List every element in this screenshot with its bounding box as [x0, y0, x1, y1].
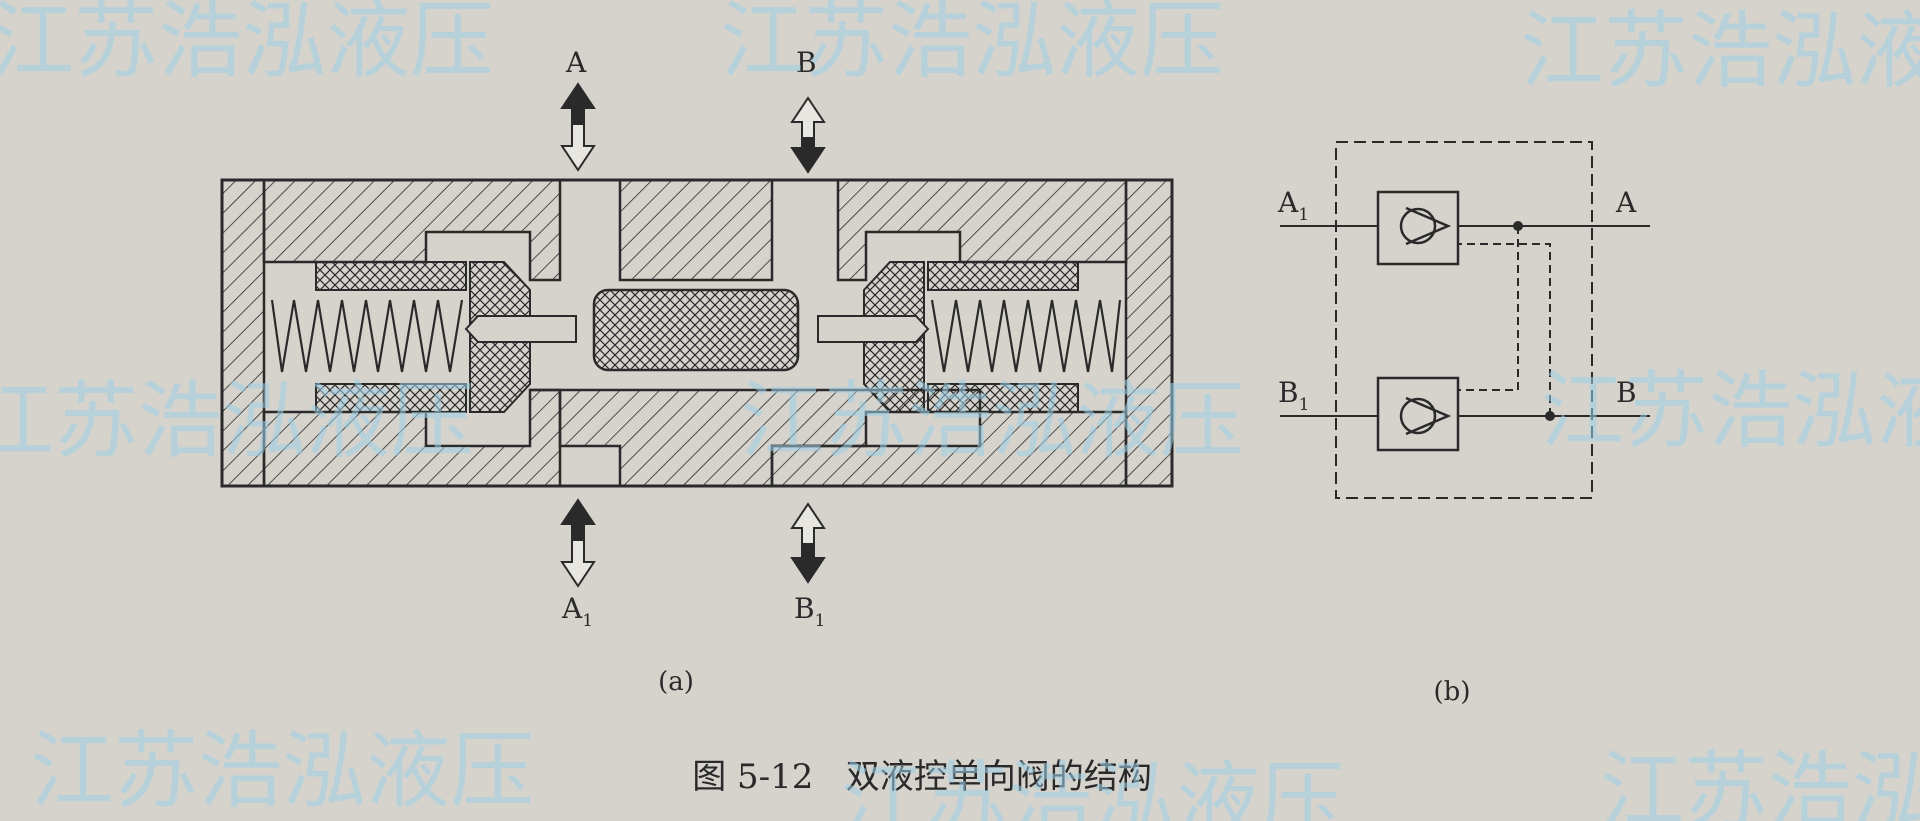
- body-upper-middle: [618, 178, 774, 282]
- right-sleeve-top: [927, 261, 1079, 291]
- right-spring: [930, 299, 1122, 373]
- port-label-a-top: A: [565, 46, 587, 79]
- pilot-line-b: [1458, 243, 1551, 416]
- left-pilot-stem: [464, 315, 577, 343]
- caption-a: (a): [658, 667, 694, 697]
- arrow-port-b-top: [790, 96, 826, 174]
- watermark: 江苏浩泓液压: [1600, 742, 1920, 821]
- watermark: 江苏浩泓液压: [0, 372, 474, 470]
- watermark: 江苏浩泓液压: [0, 0, 494, 90]
- port-label-b1-bottom: B1: [794, 592, 825, 631]
- watermark: 江苏浩泓液压: [840, 752, 1344, 821]
- right-pilot-stem: [817, 315, 930, 343]
- caption-b: (b): [1434, 677, 1471, 707]
- symbol-enclosure: [1335, 141, 1593, 499]
- symbol-port-a: A: [1615, 186, 1637, 219]
- hydraulic-symbol: [1280, 141, 1650, 499]
- right-sleeve-bottom: [927, 383, 1079, 413]
- watermark: 江苏浩泓液压: [1540, 362, 1920, 460]
- arrow-port-a1-bottom: [560, 498, 596, 588]
- port-label-a1-bottom: A1: [561, 592, 593, 631]
- watermark: 江苏浩泓液压: [1520, 2, 1920, 100]
- check-symbol-lower: [1399, 396, 1452, 436]
- right-end-cap: [1124, 178, 1174, 488]
- body-upper-right: [836, 178, 1128, 282]
- arrow-port-a-top: [560, 82, 596, 172]
- symbol-port-a1: A1: [1277, 186, 1309, 225]
- body-lower-right: [770, 410, 1128, 488]
- symbol-port-b1: B1: [1278, 376, 1309, 415]
- port-label-b-top: B: [796, 46, 817, 79]
- check-symbol-upper: [1399, 206, 1452, 246]
- symbol-port-b: B: [1616, 376, 1637, 409]
- valve-body-section: [220, 178, 1174, 488]
- left-end-cap: [220, 178, 266, 488]
- arrow-port-b1-bottom: [790, 502, 826, 584]
- left-spring: [270, 299, 464, 373]
- control-piston: [592, 288, 800, 372]
- watermark: 江苏浩泓液压: [720, 0, 1224, 90]
- left-sleeve-bottom: [315, 383, 467, 413]
- watermark: 江苏浩泓液压: [740, 372, 1244, 470]
- watermark: 江苏浩泓液压: [30, 722, 534, 820]
- figure-caption: 图 5-12 双液控单向阀的结构: [692, 757, 1152, 797]
- pilot-line-a: [1458, 226, 1519, 391]
- flow-arrows: [560, 82, 826, 588]
- left-sleeve-top: [315, 261, 467, 291]
